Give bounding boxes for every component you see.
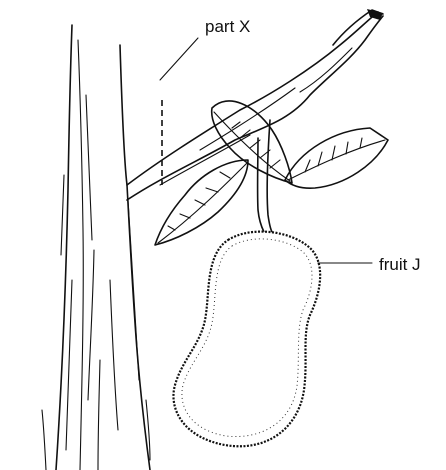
branch xyxy=(127,9,383,200)
leaf-top xyxy=(212,101,292,183)
fruit-j-label: fruit J xyxy=(379,255,421,274)
part-x-pointer-line xyxy=(160,38,198,80)
leaves xyxy=(155,101,388,245)
leaf-left xyxy=(155,160,248,245)
fruit-j xyxy=(173,232,320,447)
part-x-label: part X xyxy=(205,17,250,36)
leaf-right xyxy=(285,128,388,188)
tree-trunk xyxy=(42,25,150,470)
